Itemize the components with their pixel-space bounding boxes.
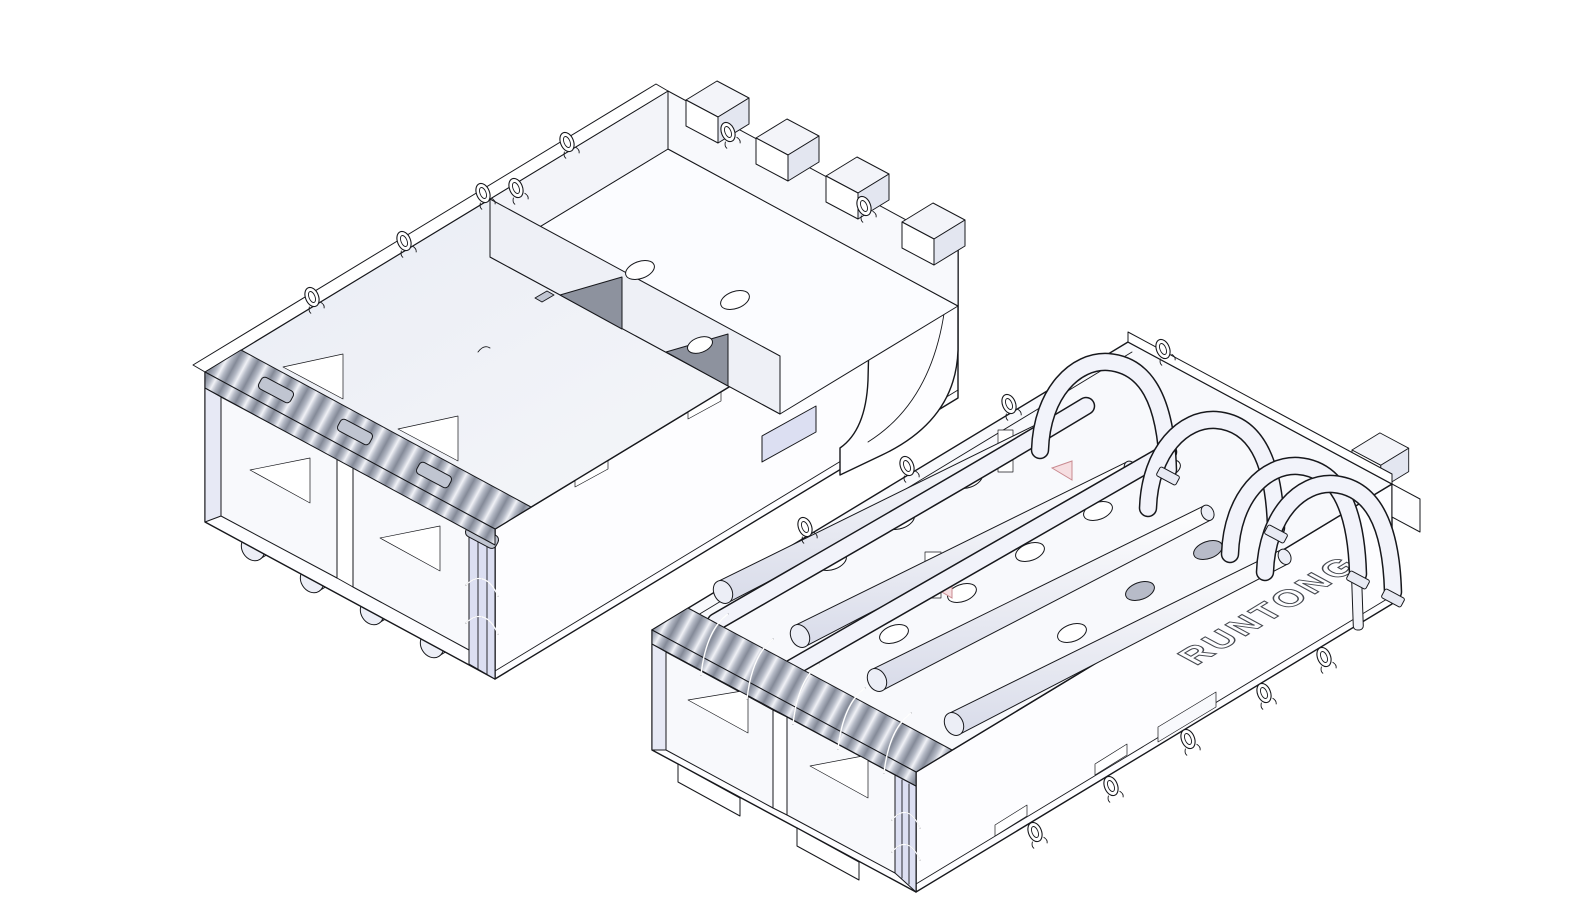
band-tab (257, 376, 295, 404)
band-tab (415, 461, 453, 489)
clip-foot (1156, 466, 1180, 486)
side-window (1094, 743, 1128, 776)
kickout-latch (397, 415, 459, 462)
latch-triangle (249, 457, 311, 504)
emi-finger-band-front (204, 371, 496, 546)
clip-foot (1346, 570, 1370, 590)
emi-corner-column (468, 529, 496, 680)
latch-triangle (687, 689, 749, 734)
bezel-edge-strip (651, 643, 667, 751)
kickout-latch (282, 353, 344, 400)
cage-assembly-left (192, 80, 966, 680)
cover-tab (534, 290, 555, 303)
heatsink-clip-arch (1222, 458, 1366, 582)
side-panel (1157, 691, 1217, 743)
emi-finger-band-front (651, 629, 917, 787)
floor-hole (687, 336, 713, 354)
port-divider (772, 709, 788, 816)
latch-triangle (809, 754, 869, 799)
wire-bails (700, 613, 912, 774)
rear-flange (1391, 483, 1421, 533)
cage-assembly-right: RUNTONG (651, 331, 1421, 893)
heatsink-clip-arch (1257, 476, 1401, 600)
latch-spring-accent (1050, 460, 1073, 481)
corner-window (761, 405, 817, 463)
mount-foot (677, 763, 741, 817)
clip-foot (1264, 524, 1288, 544)
band-tab (336, 418, 374, 446)
emi-corner-column (894, 774, 917, 893)
clip-strap (784, 444, 1176, 676)
mount-foot (796, 827, 860, 881)
clip-foot (1381, 588, 1405, 608)
port-divider (336, 458, 354, 588)
gusset (559, 276, 623, 330)
floor-hole (720, 290, 750, 310)
floor-hole (625, 260, 655, 280)
latch-triangle (379, 525, 441, 572)
heatsink-clips (1030, 352, 1405, 608)
rear-rim (1127, 331, 1393, 485)
bezel-edge-strip (204, 387, 222, 523)
heatsink-clip-arch (1032, 354, 1176, 478)
side-window (994, 804, 1028, 837)
